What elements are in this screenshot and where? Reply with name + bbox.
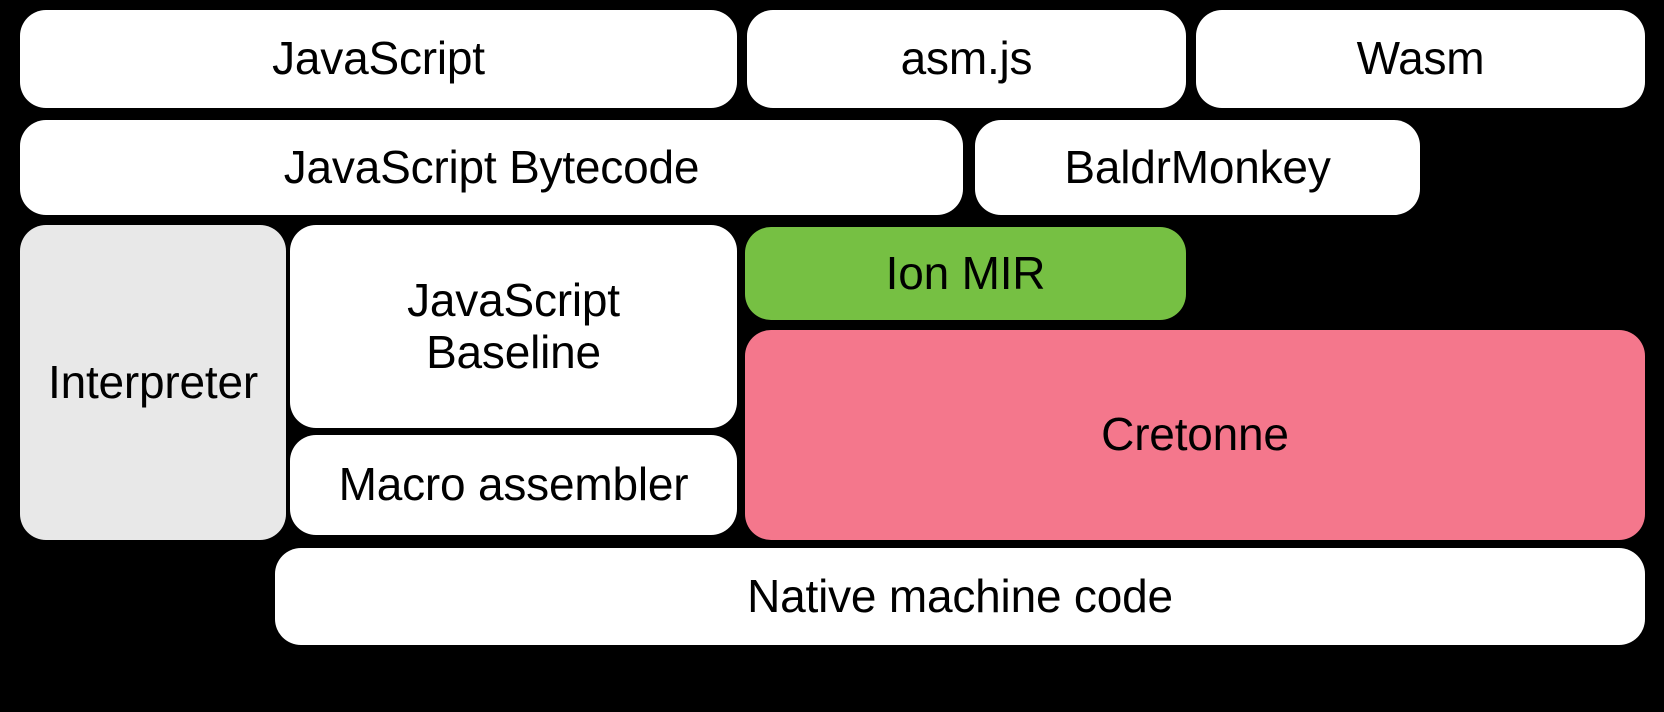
node-cretonne[interactable]: Cretonne (745, 330, 1645, 540)
node-baldrmonkey[interactable]: BaldrMonkey (975, 120, 1420, 215)
node-javascript[interactable]: JavaScript (20, 10, 737, 108)
node-native-machine-code[interactable]: Native machine code (275, 548, 1645, 645)
node-javascript-bytecode[interactable]: JavaScript Bytecode (20, 120, 963, 215)
node-interpreter[interactable]: Interpreter (20, 225, 286, 540)
node-ion-mir[interactable]: Ion MIR (745, 227, 1186, 320)
node-asm-js[interactable]: asm.js (747, 10, 1186, 108)
node-javascript-baseline[interactable]: JavaScript Baseline (290, 225, 737, 428)
node-macro-assembler[interactable]: Macro assembler (290, 435, 737, 535)
node-wasm[interactable]: Wasm (1196, 10, 1645, 108)
